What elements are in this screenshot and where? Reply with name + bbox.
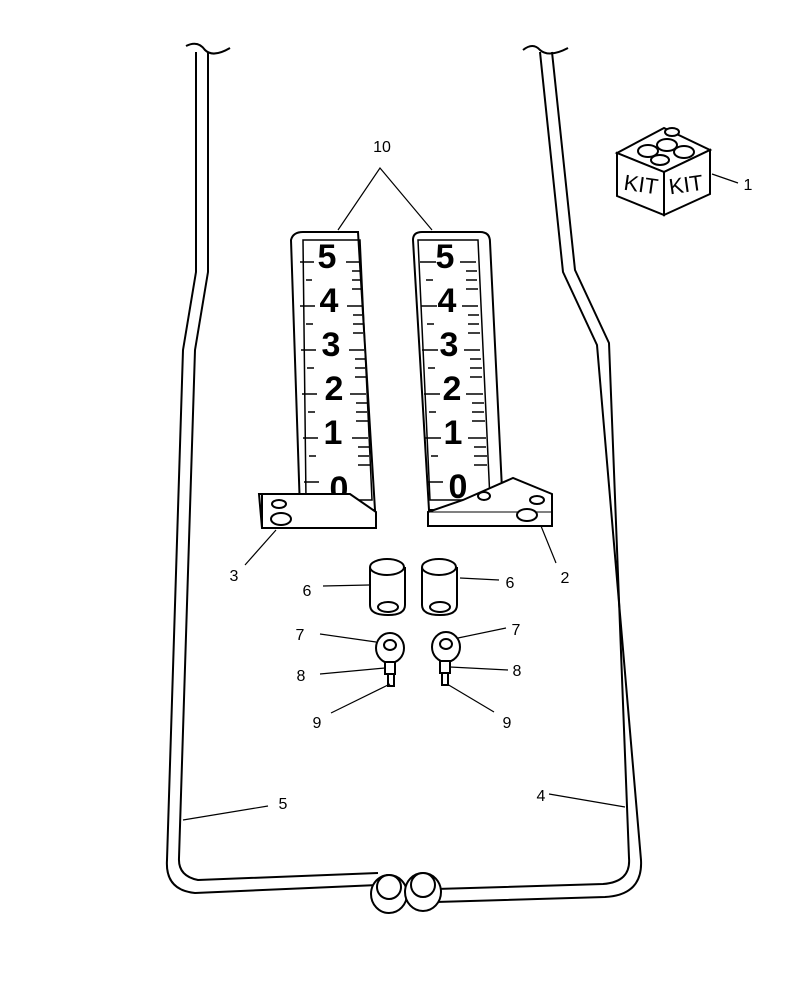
side-rail-left [165, 42, 379, 894]
callout-9-left: 9 [313, 715, 322, 732]
scale-digit: 3 [322, 326, 341, 364]
leader-8-left [319, 667, 386, 675]
leader-6-left [322, 584, 370, 587]
scale-digit: 2 [325, 370, 344, 408]
callout-9-right: 9 [503, 715, 512, 732]
scale-digit: 1 [324, 414, 343, 452]
scale-digit: 4 [438, 282, 457, 320]
side-rail-right [435, 45, 643, 903]
callout-3: 3 [230, 568, 239, 585]
scale-digit: 5 [318, 238, 337, 276]
callout-10: 10 [373, 139, 391, 156]
scale-digit: 0 [449, 468, 468, 506]
bracket-left [257, 493, 377, 529]
scale-digit: 2 [443, 370, 462, 408]
hardware-kit-box: KIT KIT [614, 126, 713, 217]
leader-7-left [319, 633, 377, 643]
callout-4: 4 [537, 788, 546, 805]
callout-6-right: 6 [506, 575, 515, 592]
scale-digit: 4 [320, 282, 339, 320]
center-clamp-left [370, 874, 408, 914]
leader-9-left [330, 683, 391, 714]
scale-digit: 5 [436, 238, 455, 276]
bushing-right [431, 631, 461, 686]
leader-lines [182, 167, 739, 821]
scale-gauge-left: 5 4 3 2 1 0 [289, 231, 377, 511]
leader-8-right [449, 666, 509, 671]
leader-10 [337, 167, 433, 231]
center-clamp-right [404, 872, 442, 912]
callout-8-left: 8 [297, 668, 306, 685]
callout-5: 5 [279, 796, 288, 813]
leader-6-right [459, 577, 500, 581]
scale-digit: 3 [440, 326, 459, 364]
scale-digit: 1 [444, 414, 463, 452]
callout-6-left: 6 [303, 583, 312, 600]
kit-label-right: KIT [667, 170, 704, 200]
leader-2 [540, 525, 557, 564]
leader-1 [711, 173, 739, 184]
callout-8-right: 8 [513, 663, 522, 680]
callout-1: 1 [744, 177, 753, 194]
leader-9-right [446, 683, 495, 713]
spacer-right [421, 558, 458, 617]
bushing-left [375, 632, 405, 687]
leader-7-right [457, 627, 507, 639]
callout-7-left: 7 [296, 627, 305, 644]
leader-4 [548, 793, 626, 808]
callout-2: 2 [561, 570, 570, 587]
kit-label-left: KIT [622, 170, 659, 200]
leader-5 [182, 805, 269, 821]
bracket-right [427, 476, 553, 527]
scale-gauge-right: 5 4 3 2 1 0 [411, 231, 505, 511]
leader-3 [244, 529, 277, 566]
callout-7-right: 7 [512, 622, 521, 639]
spacer-left [369, 558, 406, 617]
